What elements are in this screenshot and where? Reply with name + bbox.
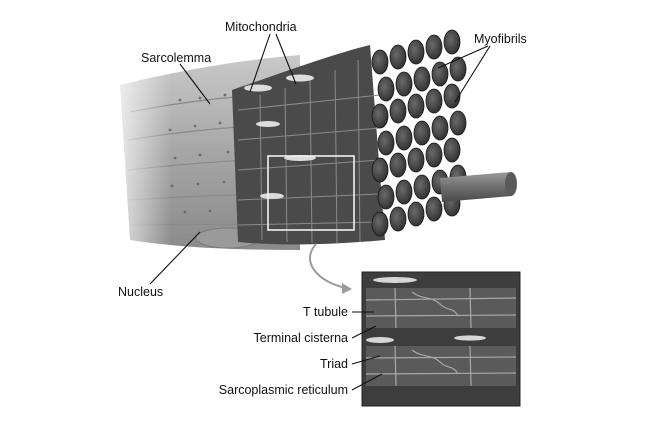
myofibril-end [449, 56, 467, 82]
magnified-region-box [267, 155, 355, 231]
myofibril-end [443, 83, 461, 109]
reticulum-network [237, 59, 381, 244]
leader-nucleus [149, 231, 201, 285]
myofibril-end [371, 103, 389, 129]
myofibril-end [413, 120, 431, 146]
myofibril-end [377, 76, 395, 102]
myofibril-end [425, 88, 443, 114]
leader-mitochondria-1 [249, 33, 271, 93]
myofibril-end [407, 93, 425, 119]
leader-myofibrils-1 [437, 45, 489, 69]
myofibril-end [395, 125, 413, 151]
myofibril-end [389, 152, 407, 178]
inset-magnified-view [361, 271, 521, 407]
myofibril-end [389, 206, 407, 232]
protruding-myofibril [440, 172, 517, 202]
myofibril-end [413, 66, 431, 92]
myofibril-end [431, 61, 449, 87]
inset-mitochondria [366, 277, 486, 343]
magnify-arrow [309, 243, 347, 289]
myofibril-end [425, 142, 443, 168]
inset-reticulum [365, 287, 517, 387]
myofibril-end [389, 44, 407, 70]
leader-myofibrils-2 [454, 45, 491, 103]
myofibril-end [443, 137, 461, 163]
label-sarcolemma: Sarcolemma [141, 51, 211, 65]
myofibril-end [371, 211, 389, 237]
leader-triad [351, 355, 381, 365]
myofibril-end [377, 130, 395, 156]
label-mitochondria: Mitochondria [225, 20, 297, 34]
myofibril-end [413, 174, 431, 200]
leader-lines [149, 33, 491, 391]
label-myofibrils: Myofibrils [474, 32, 527, 46]
leader-mitochondria-2 [275, 33, 297, 85]
myofibril-end [407, 39, 425, 65]
myofibril-end [377, 184, 395, 210]
leader-terminal-cisterna [351, 325, 377, 339]
magnify-arrowhead [342, 283, 352, 294]
myofibril-end [407, 201, 425, 227]
label-sarcoplasmic-reticulum: Sarcoplasmic reticulum [219, 383, 348, 397]
label-terminal-cisterna: Terminal cisterna [254, 331, 349, 345]
myofibril-cutaway [232, 45, 385, 245]
myofibril-end [449, 110, 467, 136]
myofibril-end [395, 71, 413, 97]
label-nucleus: Nucleus [118, 285, 163, 299]
leader-sarcolemma [179, 63, 211, 105]
label-triad: Triad [320, 357, 348, 371]
myofibril-end [371, 157, 389, 183]
label-t-tubule: T tubule [303, 305, 348, 319]
leader-sarcoplasmic-reticulum [351, 373, 383, 391]
myofibril-end [431, 115, 449, 141]
myofibril-end [371, 49, 389, 75]
myofibril-ends [371, 29, 467, 237]
myofibril-end [443, 29, 461, 55]
myofibril-end [425, 34, 443, 60]
myofibril-end [425, 196, 443, 222]
myofibril-end [407, 147, 425, 173]
myofibril-end [389, 98, 407, 124]
myofibril-end [395, 179, 413, 205]
